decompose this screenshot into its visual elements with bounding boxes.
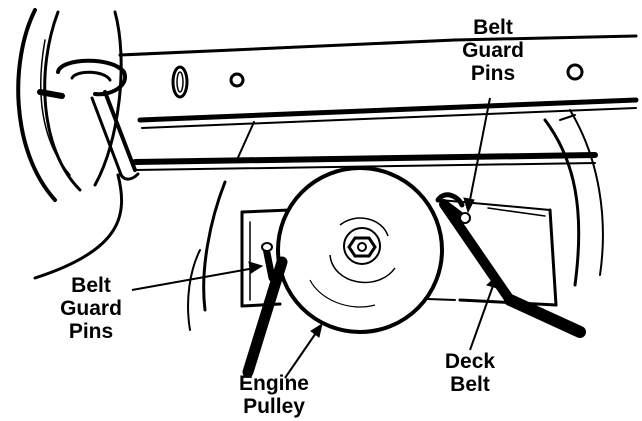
callout-line: Belt xyxy=(450,373,490,396)
callout-line: Pins xyxy=(470,62,516,85)
left-belt-guard-pin xyxy=(261,242,276,282)
callout-line: Guard xyxy=(462,39,524,62)
leader-deck-belt xyxy=(469,274,498,351)
callout-line: Belt xyxy=(71,274,111,297)
callout-deck-belt: Deck Belt xyxy=(428,350,512,396)
right-belt-guard-pin xyxy=(443,201,471,224)
callout-line: Pulley xyxy=(243,395,305,418)
leader-top-pins xyxy=(463,97,491,214)
leader-engine-pulley xyxy=(284,322,323,379)
callout-line: Deck xyxy=(444,350,496,373)
engine-pulley xyxy=(276,166,444,334)
leader-lines xyxy=(131,97,498,379)
lift-rod xyxy=(132,121,598,171)
deck-housing xyxy=(187,109,604,331)
callout-belt-guard-pins-top: Belt Guard Pins xyxy=(448,16,538,85)
callout-belt-guard-pins-left: Belt Guard Pins xyxy=(46,274,136,343)
callout-line: Belt xyxy=(473,16,513,39)
leader-left-pins xyxy=(131,261,264,291)
deck-belt xyxy=(242,192,586,378)
callout-line: Engine xyxy=(238,372,309,395)
frame-rail xyxy=(118,34,639,129)
rear-wheel xyxy=(16,8,124,280)
callout-line: Guard xyxy=(60,297,122,320)
callout-engine-pulley: Engine Pulley xyxy=(222,372,326,418)
callout-line: Pins xyxy=(68,320,114,343)
lift-bracket xyxy=(37,58,140,181)
belt-guard-pins xyxy=(261,201,471,282)
